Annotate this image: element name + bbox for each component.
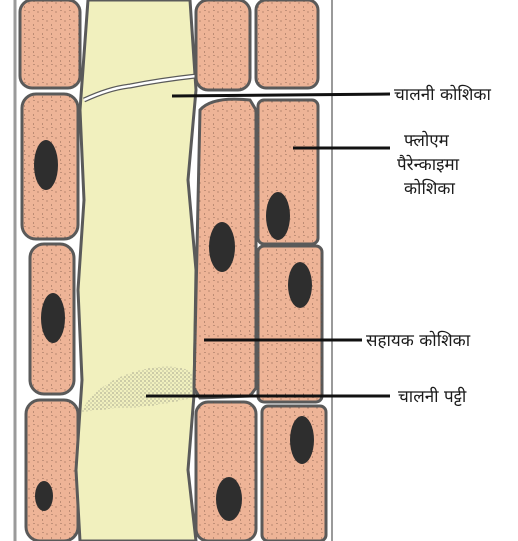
nucleus — [35, 481, 53, 511]
label-phloem-parenchyma-line3: कोशिका — [404, 178, 455, 199]
label-sieve-tube-cell: चालनी कोशिका — [394, 84, 491, 105]
nucleus — [290, 416, 314, 464]
sieve-tube-cell — [76, 0, 196, 541]
nucleus — [41, 293, 65, 343]
nucleus — [216, 477, 242, 521]
leader-line-sieve-tube-cell — [172, 94, 390, 96]
label-companion-cell: सहायक कोशिका — [366, 330, 471, 351]
nucleus — [266, 192, 290, 240]
nucleus — [288, 262, 312, 308]
phloem-parenchyma-column — [256, 0, 326, 541]
nucleus — [209, 222, 235, 272]
companion-cell-column — [194, 0, 256, 541]
left-cell-column — [20, 0, 80, 541]
nucleus — [34, 140, 58, 190]
label-phloem-parenchyma-line1: फ्लोएम — [404, 130, 450, 151]
label-phloem-parenchyma-line2: पैरेन्काइमा — [397, 154, 460, 175]
label-sieve-plate: चालनी पट्टी — [398, 386, 467, 407]
